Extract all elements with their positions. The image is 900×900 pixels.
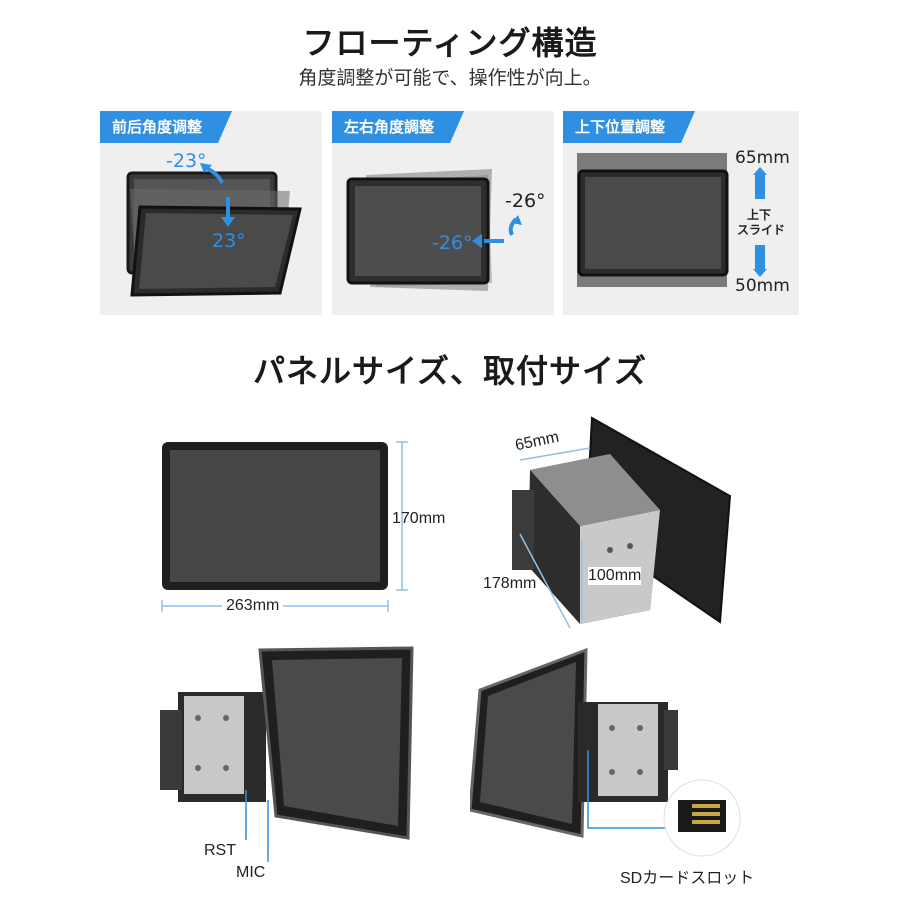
body-box-top	[530, 454, 660, 526]
angle-left-label: -26°	[432, 232, 473, 254]
arrow-left-head	[472, 234, 482, 248]
arrow-up-head-slide	[753, 167, 767, 175]
slide-screen-display	[585, 177, 721, 269]
sd-slot-label: SDカードスロット	[620, 870, 755, 887]
panel-tag-slide: 上下位置調整	[563, 111, 695, 143]
unit-left-bracket	[184, 696, 244, 794]
panel-width-label: 263mm	[222, 597, 284, 615]
slide-line2: スライド	[737, 223, 785, 237]
body-width-label: 178mm	[483, 575, 537, 592]
slide-illustration: 65mm 上下 スライド 50mm	[577, 148, 790, 296]
unit-left-view	[160, 646, 414, 862]
arrow-up-head	[200, 163, 212, 173]
screen-main-display	[355, 186, 481, 276]
arrow-up-body-slide	[755, 175, 765, 199]
unit-right-bracket	[598, 704, 658, 796]
section-subtitle-floating: 角度調整が可能で、操作性が向上。	[298, 67, 602, 89]
panel-dimension-drawing	[161, 441, 408, 612]
slide-up-label: 65mm	[735, 148, 790, 168]
section-title-size: パネルサイズ、取付サイズ	[252, 352, 648, 390]
rst-label: RST	[204, 842, 236, 859]
width-line-body	[519, 533, 571, 629]
panel-vertical-slide: 65mm 上下 スライド 50mm 上下位置調整	[563, 111, 799, 315]
unit-right-view	[470, 647, 741, 857]
panel-tag-front-back: 前后角度调整	[100, 111, 232, 143]
unit-left-connector	[160, 710, 182, 790]
panel-swivel-left-right: -26° -26° 左右角度調整	[332, 111, 554, 315]
angle-right-label: -26°	[505, 190, 546, 212]
mic-label: MIC	[236, 864, 266, 881]
angle-top-label: -23°	[166, 150, 207, 172]
screen-front-display	[139, 213, 293, 289]
tilt-front-back-illustration: -23° 23°	[126, 150, 302, 297]
arrow-down-head	[221, 217, 235, 227]
panel-tag-left-right: 左右角度調整	[332, 111, 464, 143]
sd-pointer	[587, 750, 668, 829]
unit-right-display	[480, 662, 576, 824]
depth-line	[519, 447, 591, 461]
arrow-swivel-head	[512, 215, 522, 225]
slide-down-label: 50mm	[735, 276, 790, 296]
angle-bottom-label: 23°	[212, 230, 246, 252]
swivel-illustration: -26° -26°	[346, 169, 546, 291]
arrow-down-head-slide	[753, 269, 767, 277]
panel-height-label: 170mm	[392, 510, 446, 527]
body-height-label: 100mm	[588, 567, 642, 585]
panel-display	[170, 450, 380, 582]
body-connector	[512, 490, 534, 570]
unit-left-display	[272, 658, 402, 826]
panel-tilt-front-back: -23° 23° 前后角度调整	[100, 111, 322, 315]
arrow-down-body-slide	[755, 245, 765, 269]
section-title-floating: フローティング構造	[302, 24, 598, 62]
slide-line1: 上下	[747, 207, 771, 222]
